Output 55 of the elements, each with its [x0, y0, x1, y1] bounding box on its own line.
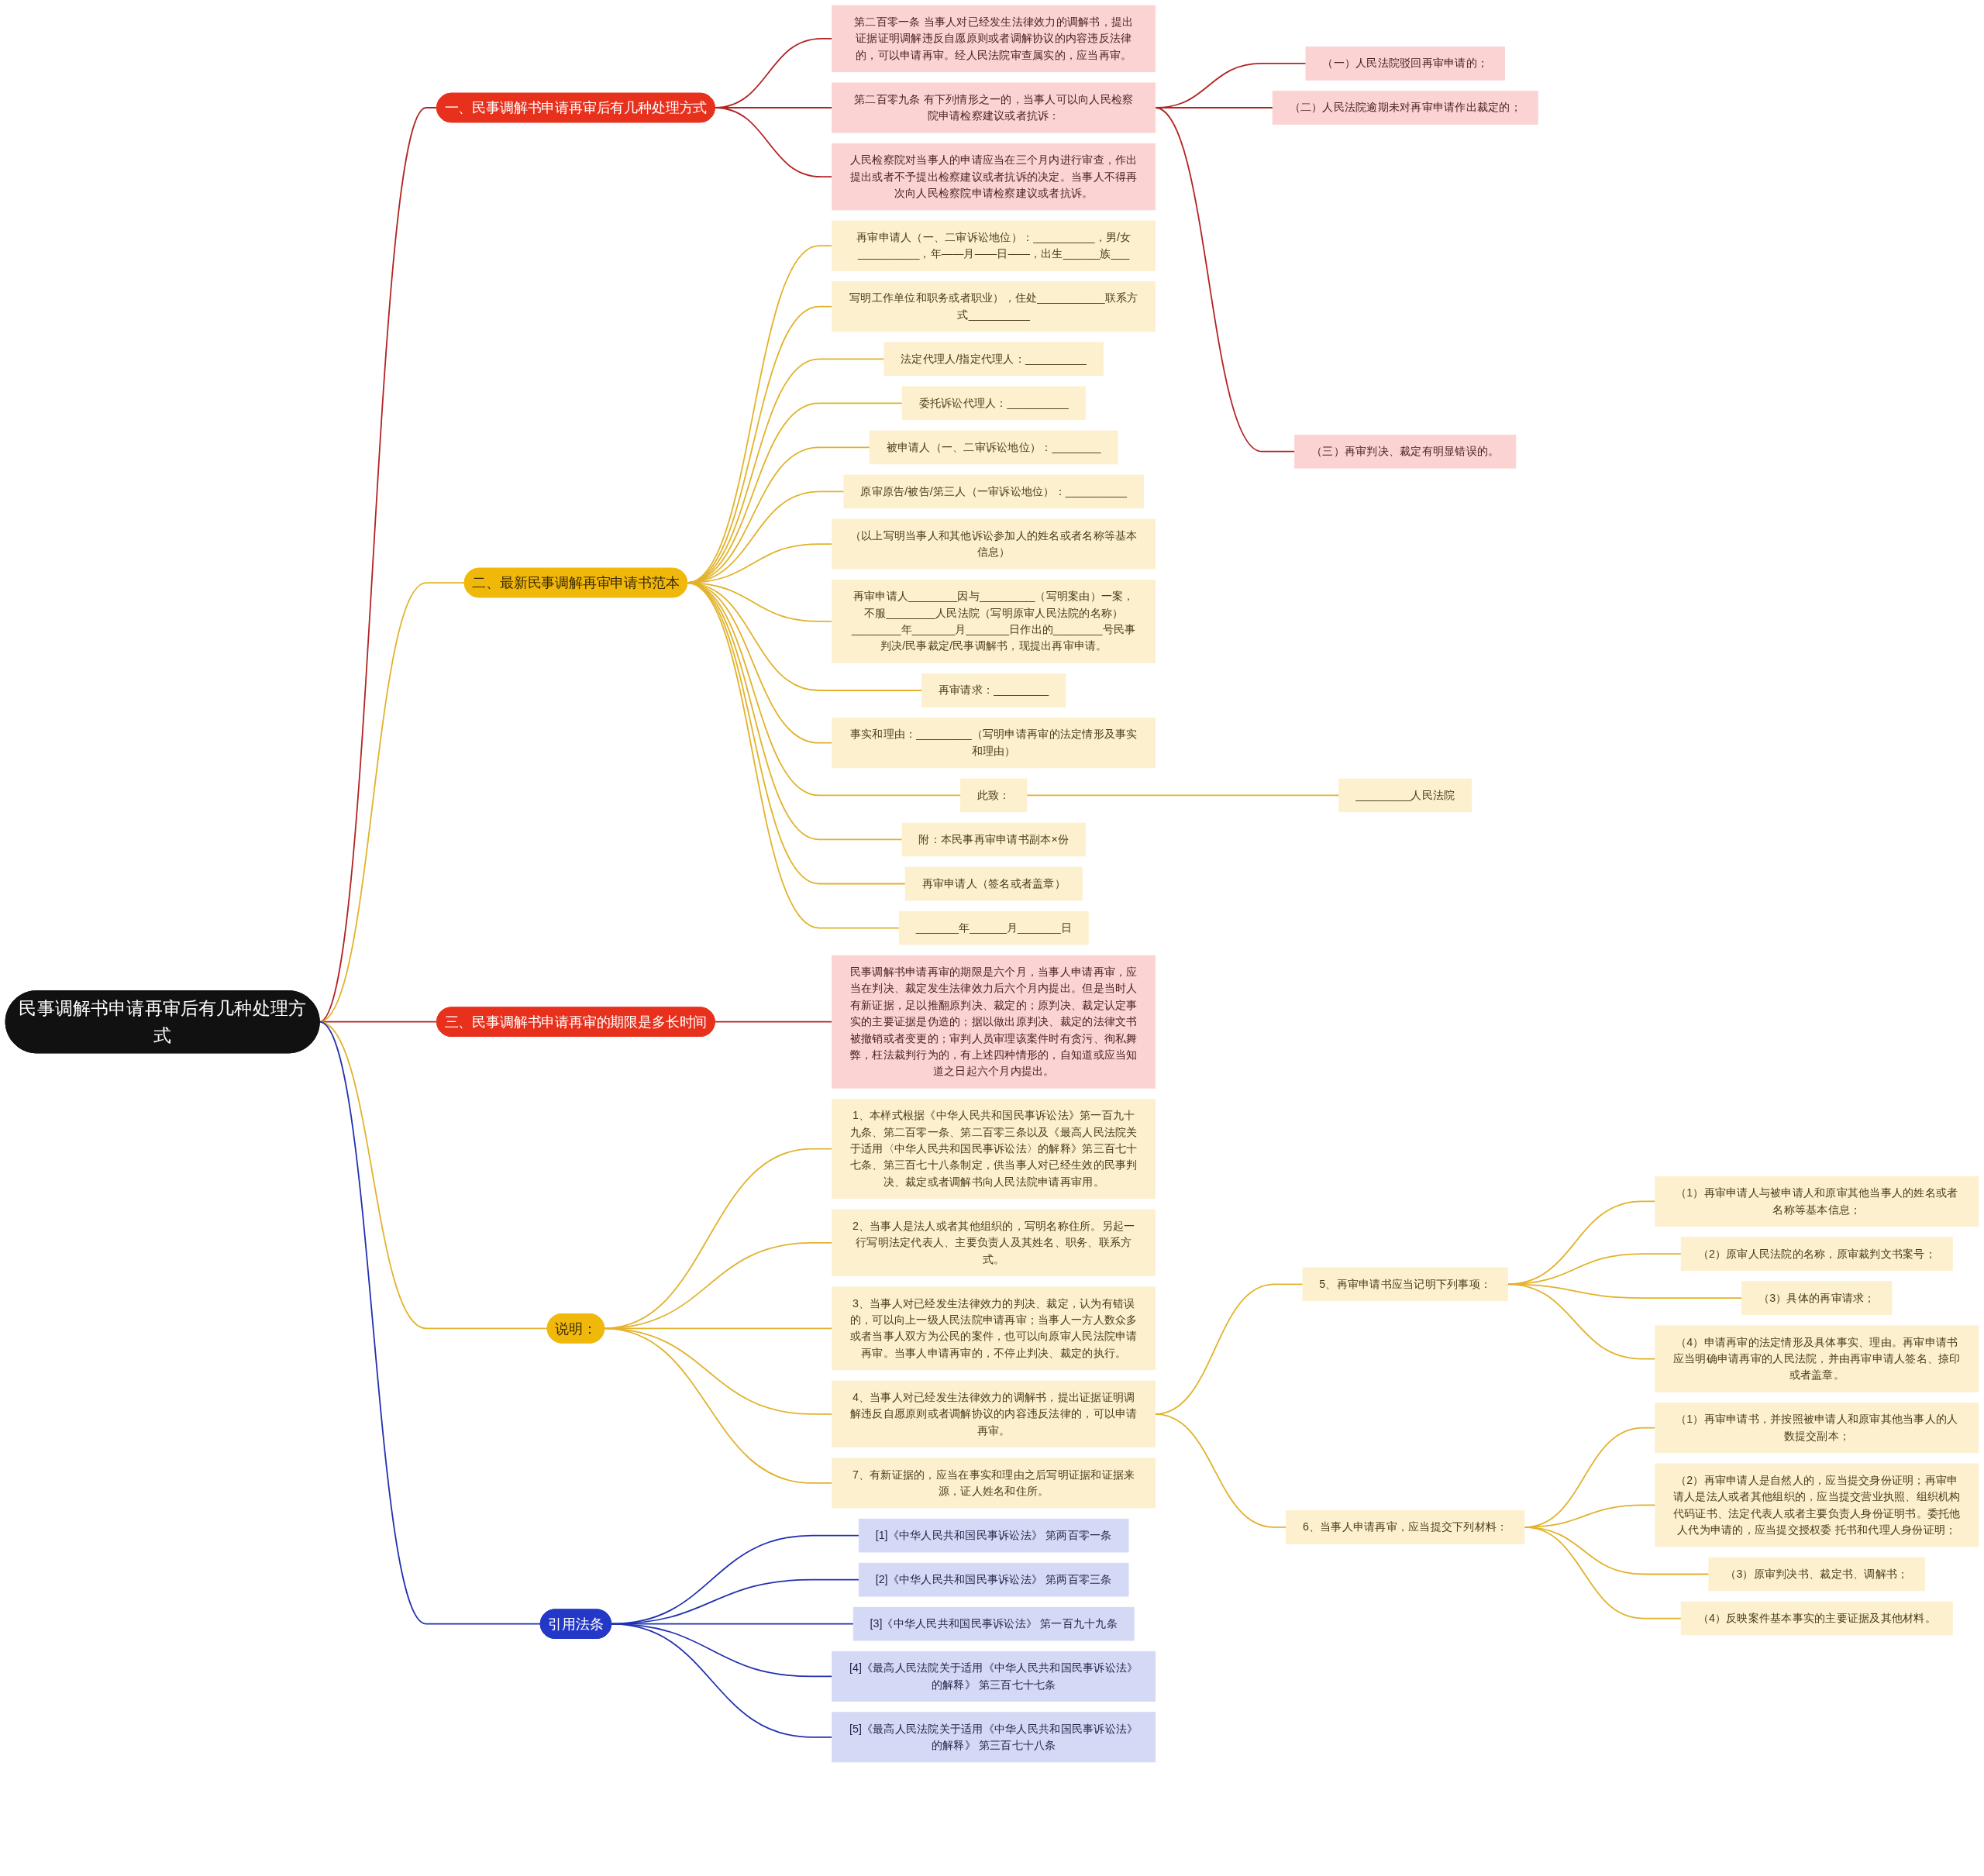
node-box: [921, 673, 1066, 707]
connector: [1524, 1527, 1683, 1620]
connector: [714, 107, 833, 177]
node-box: [1680, 1237, 1953, 1271]
node-box: [1302, 1267, 1508, 1302]
node-box: [832, 143, 1156, 211]
connector: [319, 1021, 542, 1625]
node-box: [884, 342, 1104, 377]
connector: [603, 1327, 833, 1415]
node-box: [904, 866, 1083, 901]
node-box: [1305, 46, 1505, 81]
node-box: [1286, 1510, 1525, 1544]
node-box: [832, 1286, 1156, 1371]
node-box: [832, 580, 1156, 663]
node-box: [1655, 1463, 1979, 1547]
connector: [1026, 794, 1340, 797]
node-box: [901, 822, 1086, 857]
connector: [1154, 1413, 1287, 1528]
node-box: [832, 82, 1156, 133]
node-box: [832, 1651, 1156, 1702]
connector: [319, 582, 466, 1023]
node-box: [832, 1380, 1156, 1447]
node-box: [832, 718, 1156, 769]
node-box: [858, 1518, 1129, 1553]
node-box: [832, 5, 1156, 73]
node-box: [901, 386, 1086, 421]
node-box: [843, 474, 1144, 509]
node-box: [832, 220, 1156, 271]
connector: [1154, 107, 1296, 453]
node-box: [852, 1606, 1135, 1641]
node-box: [832, 1099, 1156, 1200]
node-box: [1680, 1601, 1953, 1636]
connector: [603, 1327, 833, 1484]
connector: [1507, 1283, 1656, 1360]
node-box: [832, 518, 1156, 570]
node-box: [1655, 1176, 1979, 1227]
node-box: [858, 1562, 1129, 1597]
node-box: [1655, 1403, 1979, 1454]
node-box: [898, 910, 1089, 945]
node-box: [832, 955, 1156, 1089]
connector: [319, 107, 438, 1023]
node-box: [832, 1712, 1156, 1763]
node-box: [832, 1209, 1156, 1277]
connector: [610, 1623, 833, 1738]
connector: [714, 1021, 833, 1023]
node-box: [832, 281, 1156, 332]
node-box: [1741, 1281, 1893, 1315]
node-box: [1655, 1325, 1979, 1392]
node-box: [1708, 1557, 1926, 1592]
node-box: [960, 778, 1028, 813]
node-box: [1294, 434, 1517, 469]
node-box: [1272, 91, 1538, 125]
node-box: [1338, 778, 1472, 813]
node-box: [832, 1458, 1156, 1509]
node-box: [869, 430, 1118, 465]
